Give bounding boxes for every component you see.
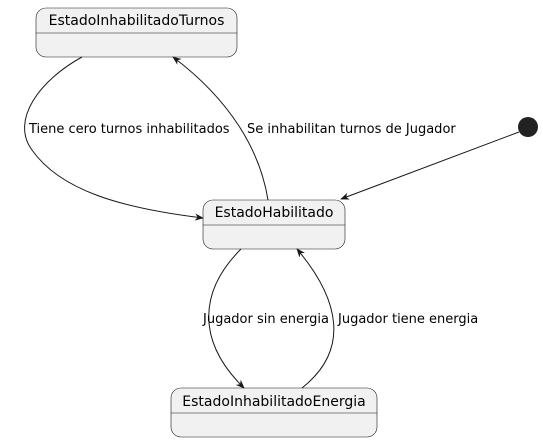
transition-label: Tiene cero turnos inhabilitados [28,122,230,137]
transition-label: Jugador sin energia [202,312,329,327]
state-label: EstadoHabilitado [215,205,334,221]
initial-transition-arrow [340,131,520,200]
transition-turnos-to-habilitado [24,56,204,221]
initial-state [518,117,538,137]
state-estado-inhabilitado-energia: EstadoInhabilitadoEnergia [170,387,378,438]
state-estado-habilitado: EstadoHabilitado [202,199,346,250]
transition-habilitado-to-turnos [172,56,269,201]
transition-label: Jugador tiene energia [337,312,478,327]
state-estado-inhabilitado-turnos: EstadoInhabilitadoTurnos [35,7,238,58]
transition-label: Se inhabilitan turnos de Jugador [247,122,456,137]
transition-habilitado-to-energia [208,248,245,389]
state-label: EstadoInhabilitadoEnergia [182,394,365,410]
state-label: EstadoInhabilitadoTurnos [49,13,225,29]
transition-energia-to-habilitado [296,248,335,389]
